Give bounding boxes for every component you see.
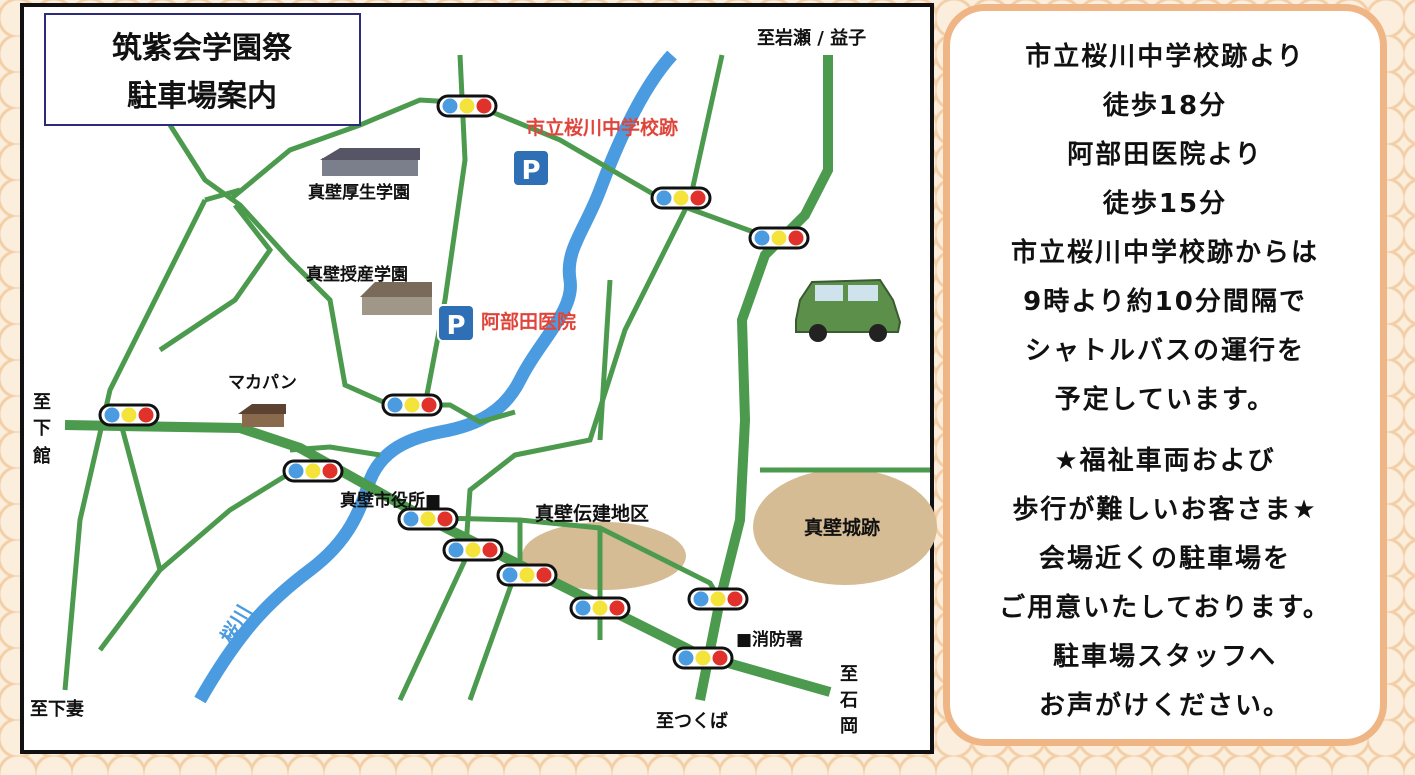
castle-area bbox=[753, 469, 937, 585]
svg-text:P: P bbox=[446, 311, 465, 341]
label-to-shimodate: 至 下 館 bbox=[33, 392, 51, 467]
label-kosei-gakuen: 真壁厚生学園 bbox=[308, 182, 410, 203]
label-to-ishioka: 至 石 岡 bbox=[839, 664, 858, 737]
info-text-line: 徒歩15分 bbox=[1102, 189, 1228, 219]
traffic-lights bbox=[98, 94, 810, 670]
svg-text:下: 下 bbox=[33, 418, 51, 439]
info-text-line: ご用意いたしております。 bbox=[999, 593, 1331, 623]
info-panel: 市立桜川中学校跡より徒歩18分阿部田医院より徒歩15分市立桜川中学校跡からは 9時… bbox=[943, 4, 1387, 746]
info-text-line: ★福祉車両および bbox=[1054, 446, 1276, 476]
info-text-line: 9時より約10分間隔で bbox=[1023, 287, 1307, 317]
traffic-light-icon bbox=[98, 403, 160, 427]
parking-school-icon: P bbox=[512, 149, 550, 187]
makapan-building-icon bbox=[238, 404, 286, 427]
traffic-light-icon bbox=[748, 226, 810, 250]
traffic-light-icon bbox=[442, 538, 504, 562]
info-text-line: お声がけください。 bbox=[1038, 691, 1291, 721]
label-to-shimotsuma: 至下妻 bbox=[30, 699, 84, 720]
traffic-light-icon bbox=[650, 186, 712, 210]
label-city-hall: 真壁市役所■ bbox=[340, 490, 441, 511]
info-text-line: 阿部田医院より bbox=[1067, 140, 1263, 170]
label-fire-station: ■消防署 bbox=[736, 629, 803, 650]
traffic-light-icon bbox=[436, 94, 498, 118]
label-school-site: 市立桜川中学校跡 bbox=[526, 116, 678, 139]
title-line2: 駐車場案内 bbox=[127, 79, 277, 114]
title-line1: 筑紫会学園祭 bbox=[112, 31, 293, 66]
svg-text:至: 至 bbox=[840, 664, 858, 685]
jusan-building-icon bbox=[360, 282, 432, 315]
traffic-light-icon bbox=[496, 563, 558, 587]
info-text-line: 歩行が難しいお客さま★ bbox=[1012, 495, 1318, 525]
traffic-light-icon bbox=[381, 393, 443, 417]
label-castle: 真壁城跡 bbox=[804, 516, 880, 539]
car-icon bbox=[795, 278, 902, 342]
label-to-tsukuba: 至つくば bbox=[656, 711, 728, 732]
traffic-light-icon bbox=[672, 646, 734, 670]
traffic-light-icon bbox=[282, 459, 344, 483]
parking-clinic-icon: P bbox=[437, 304, 475, 342]
info-text-line: 予定しています。 bbox=[1054, 385, 1276, 415]
traffic-light-icon bbox=[569, 596, 631, 620]
label-makapan: マカパン bbox=[228, 373, 297, 393]
denken-area bbox=[522, 522, 686, 590]
info-text-line: 市立桜川中学校跡より bbox=[1025, 42, 1305, 72]
svg-text:館: 館 bbox=[33, 445, 51, 467]
info-text-line: 会場近くの駐車場を bbox=[1038, 544, 1291, 574]
info-text-line: 徒歩18分 bbox=[1102, 91, 1228, 121]
svg-text:石: 石 bbox=[839, 690, 858, 711]
svg-text:P: P bbox=[521, 156, 540, 186]
title-box bbox=[44, 13, 361, 126]
label-to-iwase: 至岩瀬 / 益子 bbox=[757, 27, 866, 49]
info-text-line: 市立桜川中学校跡からは bbox=[1010, 238, 1319, 268]
svg-text:至: 至 bbox=[33, 392, 51, 413]
label-denken: 真壁伝建地区 bbox=[535, 502, 649, 525]
sakuragawa-river bbox=[194, 50, 677, 704]
info-text-line: 駐車場スタッフへ bbox=[1052, 642, 1277, 672]
info-text-line: シャトルバスの運行を bbox=[1024, 336, 1305, 366]
traffic-light-icon bbox=[687, 587, 749, 611]
traffic-light-icon bbox=[397, 507, 459, 531]
label-jusan-gakuen: 真壁授産学園 bbox=[306, 264, 408, 285]
svg-text:岡: 岡 bbox=[840, 716, 858, 737]
kosei-building-icon bbox=[320, 148, 420, 176]
label-abeta-clinic: 阿部田医院 bbox=[481, 310, 576, 333]
